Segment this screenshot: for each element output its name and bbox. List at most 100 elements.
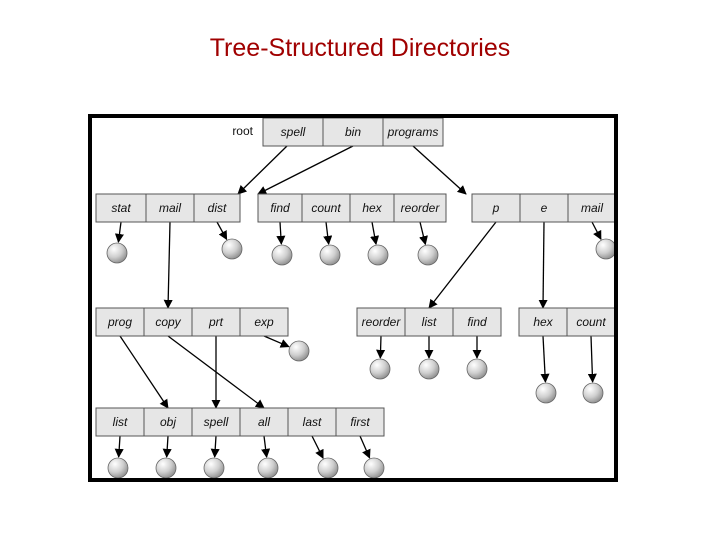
file-node bbox=[466, 358, 488, 380]
directory-entry[interactable] bbox=[393, 193, 447, 223]
entry-label: stat bbox=[111, 201, 131, 215]
entry-label: spell bbox=[204, 415, 229, 429]
file-node bbox=[367, 244, 389, 266]
pointer-arrow bbox=[276, 221, 286, 245]
pointer-arrow bbox=[412, 145, 467, 195]
file-node bbox=[582, 382, 604, 404]
directory-entry[interactable] bbox=[143, 407, 193, 437]
directory-entry[interactable] bbox=[191, 407, 241, 437]
directory-entry[interactable] bbox=[95, 307, 145, 337]
entry-label: reorder bbox=[401, 201, 441, 215]
directory-entry[interactable] bbox=[349, 193, 395, 223]
entry-label: last bbox=[303, 415, 322, 429]
directory-entry[interactable] bbox=[452, 307, 502, 337]
directory-entry[interactable] bbox=[301, 193, 351, 223]
directory-d6: hex count bbox=[518, 307, 614, 337]
file-node bbox=[417, 244, 439, 266]
entry-label: list bbox=[113, 415, 128, 429]
directory-entry[interactable] bbox=[382, 118, 444, 147]
file-node bbox=[319, 244, 341, 266]
entry-label: e bbox=[541, 201, 548, 215]
directory-entry[interactable] bbox=[95, 193, 147, 223]
directory-entry[interactable] bbox=[239, 407, 289, 437]
pointer-arrow bbox=[323, 221, 333, 245]
pointer-arrow bbox=[263, 335, 290, 348]
file-node bbox=[107, 457, 129, 478]
slide-title: Tree-Structured Directories bbox=[209, 34, 511, 62]
entry-label: hex bbox=[533, 315, 553, 329]
directory-entry[interactable] bbox=[518, 307, 568, 337]
pointer-arrow bbox=[538, 221, 548, 309]
directory-entry[interactable] bbox=[567, 193, 614, 223]
pointer-arrow bbox=[210, 435, 220, 458]
entry-label: copy bbox=[155, 315, 181, 329]
file-node bbox=[369, 358, 391, 380]
pointer-arrow bbox=[216, 221, 228, 241]
directory-entry[interactable] bbox=[356, 307, 406, 337]
directory-entry[interactable] bbox=[143, 307, 193, 337]
pointer-arrow bbox=[114, 221, 124, 243]
entry-label: count bbox=[311, 201, 341, 215]
directory-entry[interactable] bbox=[239, 307, 289, 337]
entry-label: count bbox=[576, 315, 606, 329]
pointer-arrow bbox=[119, 335, 169, 409]
pointer-arrow bbox=[540, 335, 550, 383]
directory-entry[interactable] bbox=[471, 193, 521, 223]
file-node bbox=[203, 457, 225, 478]
pointer-arrow bbox=[359, 435, 371, 459]
file-node bbox=[535, 382, 557, 404]
entry-label: exp bbox=[254, 315, 274, 329]
directory-entry[interactable] bbox=[145, 193, 195, 223]
pointer-arrow bbox=[311, 435, 324, 459]
directory-entry[interactable] bbox=[519, 193, 569, 223]
directory-d7: list obj spell all last first bbox=[95, 407, 385, 437]
directory-entry[interactable] bbox=[193, 193, 241, 223]
file-node bbox=[595, 238, 614, 260]
pointer-arrow bbox=[257, 145, 354, 195]
file-node bbox=[418, 358, 440, 380]
directory-entry[interactable] bbox=[322, 118, 384, 147]
pointer-arrow bbox=[237, 145, 288, 195]
entry-label: bin bbox=[345, 125, 361, 139]
pointer-arrow bbox=[376, 335, 386, 359]
file-node bbox=[363, 457, 385, 478]
entry-label: reorder bbox=[362, 315, 402, 329]
pointer-arrow bbox=[261, 435, 271, 458]
entry-label: find bbox=[467, 315, 487, 329]
pointer-arrow bbox=[419, 221, 428, 246]
directory-entry[interactable] bbox=[262, 118, 324, 147]
entry-label: find bbox=[270, 201, 290, 215]
entry-label: hex bbox=[362, 201, 382, 215]
directory-d2: find count hex reorder bbox=[257, 193, 447, 223]
directory-entry[interactable] bbox=[566, 307, 614, 337]
pointer-arrow bbox=[163, 221, 173, 309]
entry-label: spell bbox=[281, 125, 306, 139]
entry-label: prt bbox=[208, 315, 224, 329]
file-node bbox=[288, 340, 310, 362]
entry-label: p bbox=[492, 201, 500, 215]
pointer-arrow bbox=[587, 335, 597, 383]
entry-label: obj bbox=[160, 415, 176, 429]
entry-label: first bbox=[350, 415, 370, 429]
pointer-arrow bbox=[162, 435, 172, 458]
pointer-arrow bbox=[428, 221, 497, 309]
entry-label: all bbox=[258, 415, 270, 429]
file-node bbox=[317, 457, 339, 478]
directory-d3: p e mail bbox=[471, 193, 614, 223]
entry-label: mail bbox=[581, 201, 603, 215]
file-node bbox=[271, 244, 293, 266]
directory-entry[interactable] bbox=[95, 407, 145, 437]
file-node bbox=[106, 242, 128, 264]
directory-entry[interactable] bbox=[335, 407, 385, 437]
directory-entry[interactable] bbox=[287, 407, 337, 437]
pointer-arrow bbox=[591, 221, 602, 241]
file-node bbox=[155, 457, 177, 478]
pointer-arrow bbox=[114, 435, 124, 458]
pointer-arrow bbox=[370, 221, 380, 246]
